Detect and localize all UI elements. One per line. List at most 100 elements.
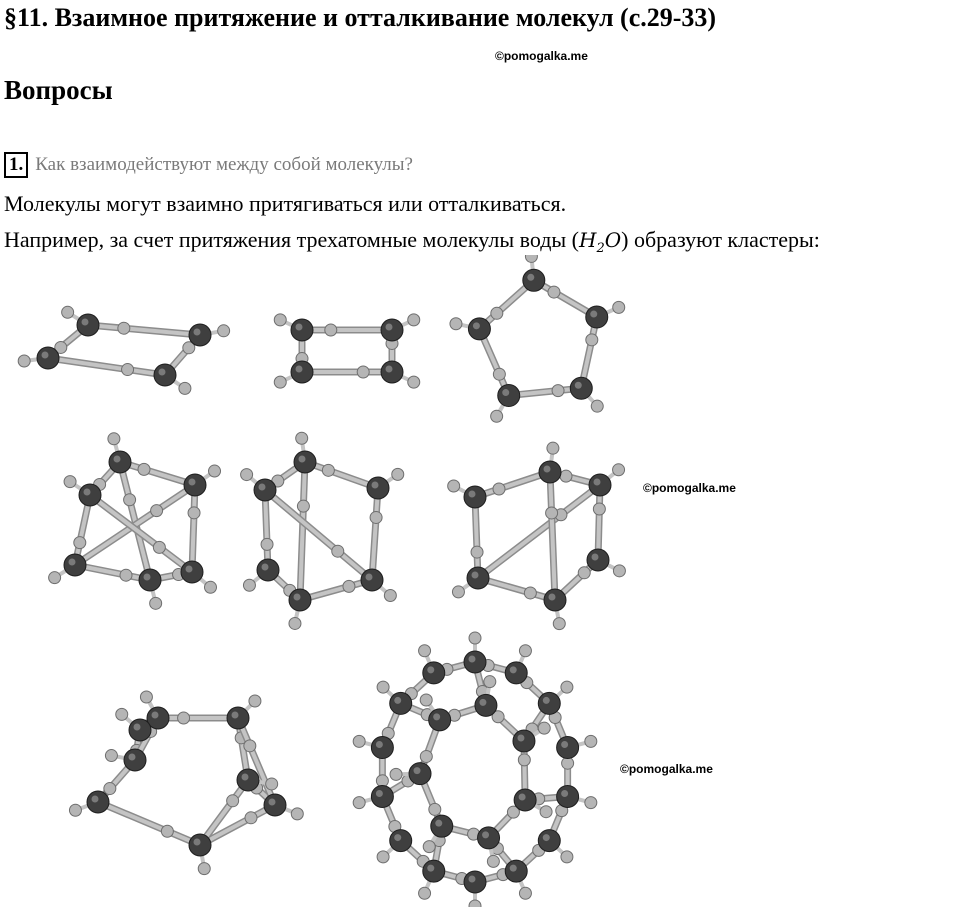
oxygen-atom — [263, 793, 287, 817]
hydrogen-bond — [298, 578, 374, 602]
atom-highlight — [574, 381, 582, 389]
hydrogen-atom — [577, 566, 591, 580]
hydrogen-atom — [273, 375, 287, 389]
hydrogen-atom — [545, 506, 559, 520]
hydrogen-atom — [419, 749, 433, 763]
hydrogen-atom — [115, 707, 129, 721]
hydrogen-atom — [54, 340, 68, 354]
hydrogen-atom — [242, 578, 256, 592]
oxygen-atom — [86, 790, 110, 814]
oxygen-atom — [380, 318, 404, 342]
atom-highlight — [471, 571, 479, 579]
atom-highlight — [231, 711, 239, 719]
hydrogen-bond — [596, 483, 602, 562]
watermark-top: ©pomogalka.me — [495, 49, 588, 63]
hydrogen-bond — [263, 488, 374, 582]
hydrogen-atom — [121, 363, 135, 377]
atom-highlight — [371, 481, 379, 489]
hydrogen-atom — [612, 300, 626, 314]
atom-highlight — [113, 455, 121, 463]
hydrogen-bond — [73, 493, 92, 567]
hydrogen-atom — [449, 317, 463, 331]
hydrogen-bond — [198, 803, 277, 847]
atom-highlight — [561, 789, 569, 797]
hydrogen-atom — [260, 537, 274, 551]
hydrogen-atom — [537, 721, 551, 735]
hydrogen-atom — [490, 409, 504, 423]
formula-o: O — [604, 228, 622, 252]
atom-highlight — [158, 368, 166, 376]
page-title: §11. Взаимное притяжение и отталкивание … — [4, 3, 717, 32]
atom-highlight — [561, 741, 569, 749]
atom-highlight — [433, 713, 441, 721]
atom-highlight — [41, 351, 49, 359]
hydrogen-atom — [407, 375, 421, 389]
hydrogen-bond — [118, 460, 197, 487]
oxygen-atom — [180, 560, 204, 584]
hydrogen-atom — [321, 463, 335, 477]
hydrogen-atom — [517, 753, 531, 767]
atom-highlight — [427, 864, 435, 872]
hydrogen-atom — [352, 734, 366, 748]
atom-highlight — [68, 558, 76, 566]
oxygen-atom — [422, 661, 446, 685]
atom-highlight — [591, 553, 599, 561]
atom-highlight — [185, 565, 193, 573]
oxygen-atom — [512, 729, 536, 753]
answer-line-2: Например, за счет притяжения трехатомные… — [4, 226, 820, 263]
oxygen-atom — [288, 588, 312, 612]
atom-highlight — [543, 465, 551, 473]
hydrogen-atom — [187, 506, 201, 520]
oxygen-atom — [108, 450, 132, 474]
hydrogen-bond — [73, 563, 152, 582]
atom-highlight — [81, 318, 89, 326]
oxygen-atom — [477, 826, 501, 850]
hydrogen-atom — [342, 579, 356, 593]
cluster-octamer — [68, 690, 304, 876]
hydrogen-atom — [107, 432, 121, 446]
hydrogen-atom — [208, 464, 222, 478]
hydrogen-atom — [104, 749, 118, 763]
oxygen-atom — [588, 473, 612, 497]
atom-highlight — [193, 838, 201, 846]
hydrogen-atom — [150, 504, 164, 518]
atom-highlight — [435, 819, 443, 827]
hydrogen-atom — [63, 475, 77, 489]
water-formula: H2O — [579, 228, 622, 256]
atom-highlight — [517, 734, 525, 742]
cluster-tetramer — [273, 313, 421, 389]
atom-highlight — [375, 741, 383, 749]
oxygen-atom — [585, 305, 609, 329]
hydrogen-atom — [590, 399, 604, 413]
oxygen-atom — [146, 706, 170, 730]
hydrogen-atom — [117, 321, 131, 335]
oxygen-atom — [463, 650, 487, 674]
hydrogen-atom — [407, 313, 421, 327]
oxygen-atom — [537, 691, 561, 715]
hydrogen-atom — [248, 694, 262, 708]
hydrogen-bond — [370, 486, 380, 582]
atom-highlight — [133, 723, 141, 731]
oxygen-atom — [428, 708, 452, 732]
hydrogen-atom — [178, 381, 192, 395]
atom-highlight — [91, 795, 99, 803]
hydrogen-atom — [352, 796, 366, 810]
hydrogen-bond — [579, 315, 599, 391]
section-heading: Вопросы — [4, 75, 113, 105]
oxygen-atom — [256, 558, 280, 582]
oxygen-atom — [586, 548, 610, 572]
atom-highlight — [298, 455, 306, 463]
oxygen-atom — [293, 450, 317, 474]
oxygen-atom — [290, 318, 314, 342]
hydrogen-atom — [389, 767, 403, 781]
oxygen-atom — [188, 833, 212, 857]
oxygen-atom — [360, 568, 384, 592]
hydrogen-atom — [523, 586, 537, 600]
hydrogen-bond — [86, 323, 202, 337]
hydrogen-atom — [552, 617, 566, 631]
hydrogen-atom — [123, 493, 137, 507]
atom-highlight — [518, 793, 526, 801]
question-number-box: 1. — [4, 152, 29, 178]
hydrogen-atom — [518, 886, 532, 900]
oxygen-atom — [497, 384, 521, 408]
